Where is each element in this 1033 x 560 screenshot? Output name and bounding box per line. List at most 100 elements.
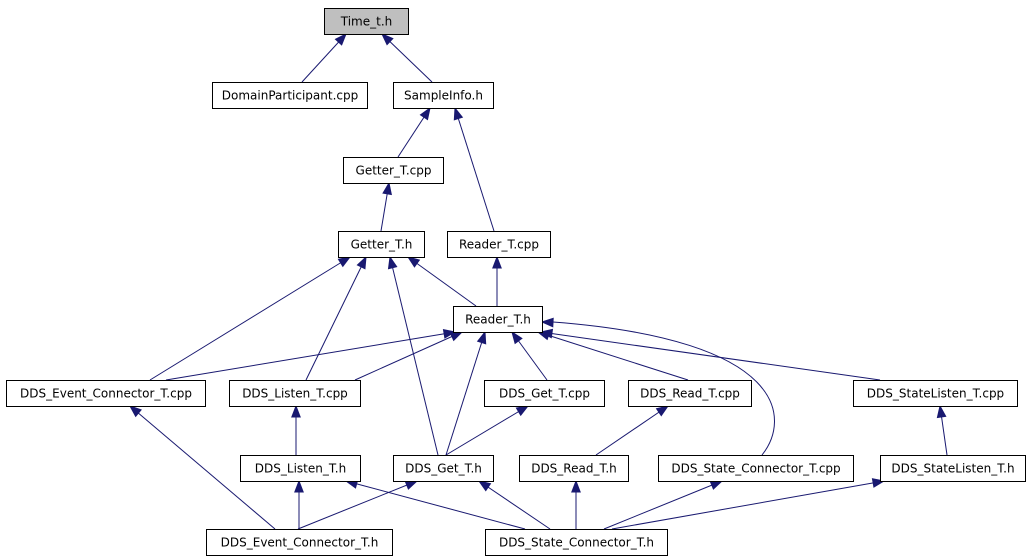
edge-line [305, 256, 367, 381]
edge-line [603, 480, 723, 530]
node-dds-statelisten-t-cpp[interactable]: DDS_StateListen_T.cpp [853, 380, 1018, 407]
edge-arrowhead [334, 32, 347, 46]
node-box [453, 306, 543, 333]
node-box [206, 529, 393, 556]
node-label: Getter_T.cpp [356, 164, 432, 178]
node-box [484, 380, 605, 407]
node-dds-read-t-cpp[interactable]: DDS_Read_T.cpp [628, 380, 752, 407]
node-reader-t-h[interactable]: Reader_T.h [453, 306, 543, 333]
node-label: DDS_Get_T.h [405, 462, 482, 476]
edge-dds_listen_t_h-to-dds_listen_t_cpp [291, 404, 301, 455]
node-box [447, 231, 551, 258]
node-box [485, 529, 668, 556]
node-dds-read-t-h[interactable]: DDS_Read_T.h [519, 455, 629, 482]
edge-arrowhead [476, 330, 487, 345]
node-label: Reader_T.cpp [459, 238, 539, 252]
node-box [338, 231, 425, 258]
node-dds-get-t-cpp[interactable]: DDS_Get_T.cpp [484, 380, 605, 407]
node-getter-t-cpp[interactable]: Getter_T.cpp [343, 157, 444, 184]
node-dds-statelisten-t-h[interactable]: DDS_StateListen_T.h [880, 455, 1026, 482]
edge-arrowhead [571, 479, 581, 493]
edge-reader_t_h-to-reader_t_cpp [492, 255, 502, 306]
edge-dds_event_connector_t_h-to-dds_event_connector_t_cpp [128, 405, 276, 530]
edge-line [445, 405, 529, 456]
node-dds-state-connector-t-cpp[interactable]: DDS_State_Connector_T.cpp [658, 455, 854, 482]
node-box [393, 455, 494, 482]
node-box [324, 8, 409, 35]
edge-arrowhead [453, 106, 464, 121]
edge-arrowhead [380, 33, 394, 46]
node-label: DDS_Read_T.h [531, 462, 617, 476]
edge-arrowhead [337, 256, 352, 268]
node-dds-listen-t-h[interactable]: DDS_Listen_T.h [240, 455, 361, 482]
edge-arrowhead [356, 255, 367, 270]
edge-arrowhead [442, 329, 457, 339]
node-dds-event-connector-t-cpp[interactable]: DDS_Event_Connector_T.cpp [6, 380, 206, 407]
edge-arrowhead [511, 330, 523, 345]
node-dds-event-connector-t-h[interactable]: DDS_Event_Connector_T.h [206, 529, 393, 556]
edge-arrowhead [419, 106, 431, 121]
node-domainparticipant-cpp[interactable]: DomainParticipant.cpp [212, 82, 368, 109]
edge-arrowhead [404, 480, 419, 490]
edge-dds_event_connector_t_cpp-to-reader_t_h [165, 329, 457, 381]
edge-line [445, 331, 486, 456]
edge-line [407, 256, 477, 307]
edge-line [478, 480, 551, 530]
edge-line [611, 480, 885, 530]
edge-line [552, 321, 775, 456]
edge-arrowhead [128, 405, 142, 418]
node-label: DDS_Listen_T.h [255, 462, 346, 476]
edge-dds_state_connector_t_h-to-dds_state_connector_t_cpp [603, 480, 724, 530]
node-label: DDS_Event_Connector_T.h [221, 536, 379, 550]
edge-dds_statelisten_t_cpp-to-reader_t_h [539, 328, 881, 381]
node-label: Getter_T.h [351, 238, 413, 252]
edge-line [297, 480, 418, 530]
node-label: DDS_StateListen_T.cpp [867, 387, 1004, 401]
edge-arrowhead [449, 331, 464, 342]
edge-getter_t_cpp-to-sampleinfo_h [397, 106, 431, 158]
edge-reader_t_h-to-getter_t_h [406, 256, 477, 307]
node-label: DomainParticipant.cpp [222, 89, 358, 103]
edge-line [540, 331, 881, 381]
edge-arrowhead [382, 181, 392, 196]
edge-dds_get_t_h-to-reader_t_h [445, 330, 487, 456]
node-label: DDS_Get_T.cpp [499, 387, 590, 401]
edge-dds_event_connector_t_h-to-dds_get_t_h [297, 480, 419, 530]
edge-reader_t_cpp-to-sampleinfo_h [453, 106, 495, 232]
edge-line [595, 405, 669, 456]
edge-arrowhead [406, 256, 421, 268]
edge-line [345, 480, 526, 530]
edge-getter_t_h-to-getter_t_cpp [380, 181, 392, 232]
edge-arrowhead [655, 405, 670, 417]
edge-dds_get_t_h-to-dds_get_t_cpp [445, 405, 530, 456]
edge-arrowhead [539, 328, 554, 339]
edge-dds_read_t_h-to-dds_read_t_cpp [595, 405, 670, 456]
node-sampleinfo-h[interactable]: SampleInfo.h [393, 82, 494, 109]
node-box [343, 157, 444, 184]
node-dds-listen-t-cpp[interactable]: DDS_Listen_T.cpp [229, 380, 361, 407]
edge-arrowhead [492, 255, 502, 269]
edge-arrowhead [387, 255, 398, 270]
edge-layer [128, 32, 948, 530]
node-getter-t-h[interactable]: Getter_T.h [338, 231, 425, 258]
edge-dds_state_connector_t_h-to-dds_listen_t_h [344, 479, 526, 530]
edge-domainparticipant_cpp-to-time_t_h [301, 32, 347, 83]
edge-arrowhead [540, 317, 554, 328]
edge-dds_state_connector_t_h-to-dds_statelisten_t_h [611, 478, 886, 530]
edge-line [381, 33, 433, 83]
node-box [240, 455, 361, 482]
edge-dds_event_connector_t_h-to-dds_listen_t_h [294, 479, 304, 529]
node-dds-get-t-h[interactable]: DDS_Get_T.h [393, 455, 494, 482]
node-dds-state-connector-t-h[interactable]: DDS_State_Connector_T.h [485, 529, 668, 556]
node-time-t-h: Time_t.h [324, 8, 409, 35]
node-label: Time_t.h [340, 15, 393, 29]
edge-dds_listen_t_cpp-to-getter_t_h [305, 255, 367, 381]
node-box [658, 455, 854, 482]
node-reader-t-cpp[interactable]: Reader_T.cpp [447, 231, 551, 258]
node-box [393, 82, 494, 109]
edge-dds_state_connector_t_h-to-dds_read_t_h [571, 479, 581, 529]
edge-line [389, 256, 439, 456]
node-label: SampleInfo.h [404, 89, 483, 103]
